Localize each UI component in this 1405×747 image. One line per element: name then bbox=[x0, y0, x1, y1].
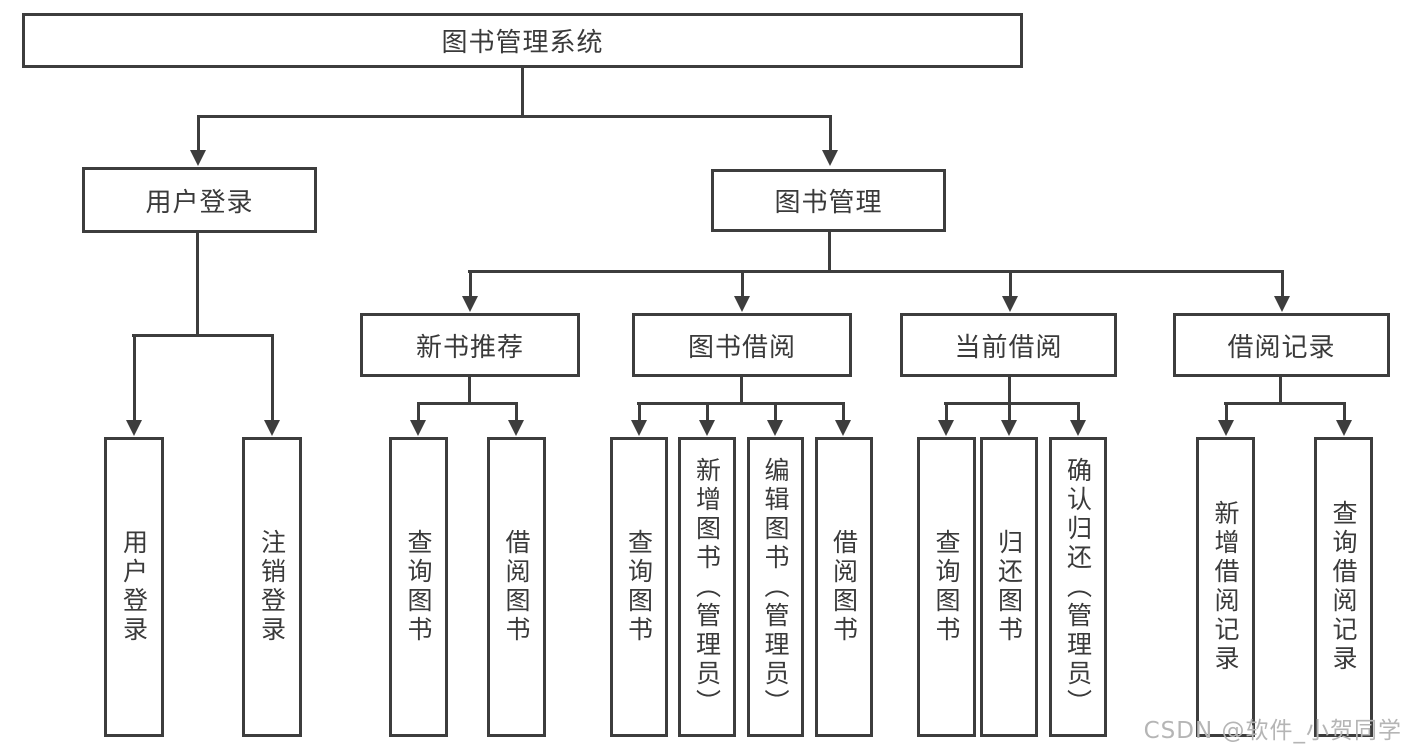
leaf-query-borrow-record-label: 查询借阅记录 bbox=[1329, 500, 1358, 674]
leaf-edit-books-admin-label: 编辑图书（管理员） bbox=[761, 456, 790, 718]
connector-book-management-stub bbox=[828, 231, 831, 272]
arrow-to-user-login bbox=[190, 115, 206, 166]
arrow-to-new-book-recommendation bbox=[462, 270, 478, 312]
arrow-to-leaf-query-books-borrow bbox=[631, 402, 647, 436]
leaf-return-books: 归还图书 bbox=[980, 437, 1038, 737]
node-user-login: 用户登录 bbox=[82, 167, 317, 233]
connector-root-split bbox=[197, 115, 832, 118]
arrow-to-leaf-return-books bbox=[1001, 402, 1017, 436]
connector-borrow-records-split bbox=[1224, 402, 1346, 405]
arrow-to-leaf-add-borrow-record bbox=[1218, 402, 1234, 436]
leaf-return-books-label: 归还图书 bbox=[994, 529, 1024, 645]
leaf-logout: 注销登录 bbox=[242, 437, 302, 737]
leaf-confirm-return-admin: 确认归还（管理员） bbox=[1049, 437, 1107, 737]
leaf-borrow-books-recommend-label: 借阅图书 bbox=[502, 529, 531, 645]
leaf-add-books-admin: 新增图书（管理员） bbox=[678, 437, 736, 737]
node-library-management-system: 图书管理系统 bbox=[22, 13, 1023, 68]
leaf-query-books-recommend: 查询图书 bbox=[389, 437, 448, 737]
arrow-to-leaf-user-login bbox=[126, 334, 142, 436]
arrow-to-leaf-query-borrow-record bbox=[1336, 402, 1352, 436]
leaf-query-books-current: 查询图书 bbox=[917, 437, 976, 737]
csdn-watermark: CSDN @软件_小贺同学 bbox=[1143, 718, 1402, 744]
leaf-query-borrow-record: 查询借阅记录 bbox=[1314, 437, 1373, 737]
leaf-query-books-borrow-label: 查询图书 bbox=[624, 529, 654, 645]
connector-book-borrow-stub bbox=[740, 376, 743, 404]
leaf-add-borrow-record: 新增借阅记录 bbox=[1196, 437, 1255, 737]
leaf-logout-label: 注销登录 bbox=[257, 529, 287, 645]
leaf-confirm-return-admin-label: 确认归还（管理员） bbox=[1063, 456, 1093, 718]
connector-book-management-split bbox=[468, 270, 1283, 273]
arrow-to-leaf-borrow-books-recommend bbox=[508, 402, 524, 436]
leaf-query-books-current-label: 查询图书 bbox=[932, 529, 961, 645]
leaf-user-login: 用户登录 bbox=[104, 437, 164, 737]
arrow-to-leaf-add-books-admin bbox=[699, 402, 715, 436]
arrow-to-leaf-query-books-recommend bbox=[410, 402, 426, 436]
leaf-borrow-books-recommend: 借阅图书 bbox=[487, 437, 546, 737]
arrow-to-leaf-edit-books-admin bbox=[767, 402, 783, 436]
node-borrowing-records: 借阅记录 bbox=[1173, 313, 1390, 377]
leaf-user-login-label: 用户登录 bbox=[119, 529, 149, 645]
leaf-edit-books-admin: 编辑图书（管理员） bbox=[747, 437, 804, 737]
arrow-to-leaf-logout bbox=[264, 334, 280, 436]
node-new-book-recommendation: 新书推荐 bbox=[360, 313, 580, 377]
node-current-borrowing: 当前借阅 bbox=[900, 313, 1117, 377]
arrow-to-current-borrowing bbox=[1002, 270, 1018, 312]
connector-new-books-split bbox=[417, 402, 518, 405]
arrow-to-leaf-borrow-books bbox=[835, 402, 851, 436]
connector-borrow-records-stub bbox=[1279, 376, 1282, 404]
leaf-add-books-admin-label: 新增图书（管理员） bbox=[692, 456, 722, 718]
node-book-borrowing: 图书借阅 bbox=[632, 313, 852, 377]
arrow-to-book-borrowing bbox=[734, 270, 750, 312]
connector-book-borrow-split bbox=[637, 402, 845, 405]
connector-new-books-stub bbox=[468, 376, 471, 404]
connector-root-stub bbox=[521, 67, 524, 117]
arrow-to-book-management bbox=[822, 115, 838, 166]
connector-current-borrow-stub bbox=[1008, 376, 1011, 404]
arrow-to-borrowing-records bbox=[1274, 270, 1290, 312]
leaf-query-books-borrow: 查询图书 bbox=[610, 437, 668, 737]
node-book-management: 图书管理 bbox=[711, 169, 946, 232]
leaf-borrow-books: 借阅图书 bbox=[815, 437, 873, 737]
leaf-borrow-books-label: 借阅图书 bbox=[829, 529, 859, 645]
connector-current-borrow-split bbox=[944, 402, 1080, 405]
connector-user-login-stub bbox=[196, 232, 199, 336]
leaf-add-borrow-record-label: 新增借阅记录 bbox=[1211, 500, 1240, 674]
arrow-to-leaf-query-books-current bbox=[938, 402, 954, 436]
arrow-to-leaf-confirm-return-admin bbox=[1070, 402, 1086, 436]
leaf-query-books-recommend-label: 查询图书 bbox=[404, 529, 433, 645]
connector-user-login-split bbox=[132, 334, 274, 337]
